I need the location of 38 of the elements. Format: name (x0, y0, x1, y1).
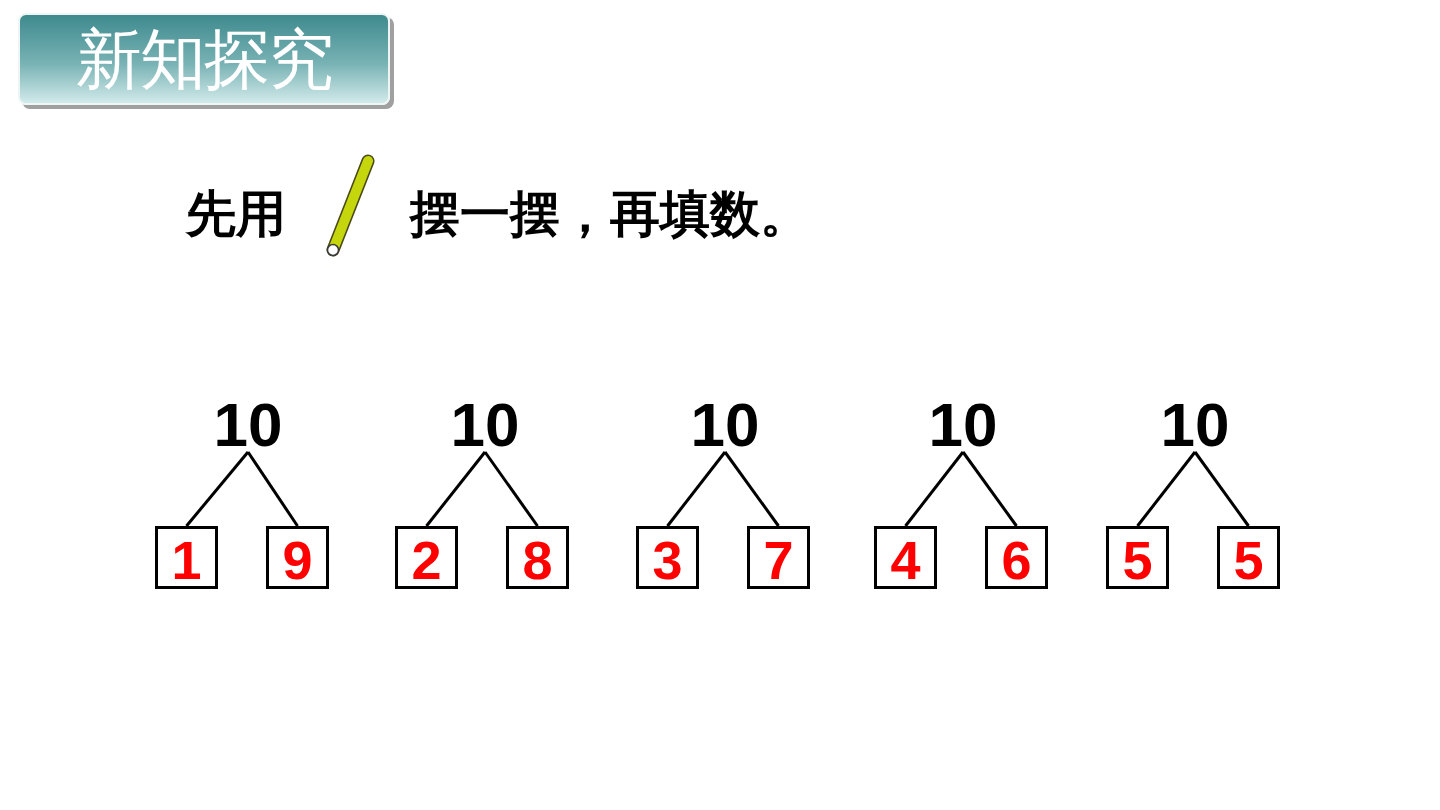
connector-line (483, 451, 539, 527)
answer-box (395, 526, 458, 589)
answer-number: 5 (1122, 528, 1153, 587)
answer-number: 9 (282, 528, 313, 587)
answer-number: 1 (171, 528, 202, 587)
answer-number: 2 (411, 528, 442, 587)
instruction-text: 摆一摆，再填数。 (410, 185, 810, 244)
answer-number: 5 (1233, 528, 1264, 587)
answer-box (747, 526, 810, 589)
connector-line (246, 451, 299, 527)
answer-box (155, 526, 218, 589)
answer-box (874, 526, 937, 589)
total-number: 10 (921, 398, 1005, 452)
connector-line (425, 451, 487, 527)
instruction-text: 先用 (186, 185, 286, 244)
connector-line (185, 451, 250, 527)
answer-number: 8 (522, 528, 553, 587)
connector-line (666, 451, 727, 527)
answer-box (1106, 526, 1169, 589)
answer-box (506, 526, 569, 589)
title-text: 新知探究 (76, 21, 332, 97)
connector-line (1193, 451, 1250, 527)
answer-number: 7 (763, 528, 794, 587)
answer-number: 3 (652, 528, 683, 587)
answer-box (1217, 526, 1280, 589)
answer-box (636, 526, 699, 589)
connector-line (961, 451, 1018, 527)
connector-line (723, 451, 780, 527)
connector-line (1136, 451, 1197, 527)
total-number: 10 (206, 398, 290, 452)
total-number: 10 (443, 398, 527, 452)
answer-number: 4 (890, 528, 921, 587)
answer-number: 6 (1001, 528, 1032, 587)
total-number: 10 (683, 398, 767, 452)
total-number: 10 (1153, 398, 1237, 452)
answer-box (266, 526, 329, 589)
answer-box (985, 526, 1048, 589)
connector-line (904, 451, 965, 527)
